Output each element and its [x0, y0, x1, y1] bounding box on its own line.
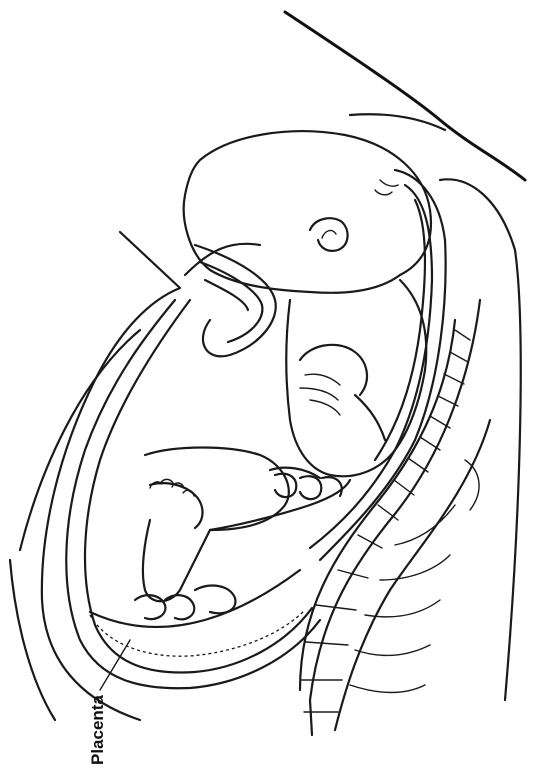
placenta-label: Placenta [88, 695, 107, 765]
maternal-back-outline [285, 12, 525, 700]
uterine-wall [10, 232, 320, 720]
maternal-spine [300, 300, 490, 735]
fetus-body [286, 280, 426, 476]
placenta-region [90, 610, 305, 656]
placenta-pointer-line [100, 640, 130, 690]
fetus-head [184, 131, 431, 293]
fetus-ear [310, 218, 348, 251]
